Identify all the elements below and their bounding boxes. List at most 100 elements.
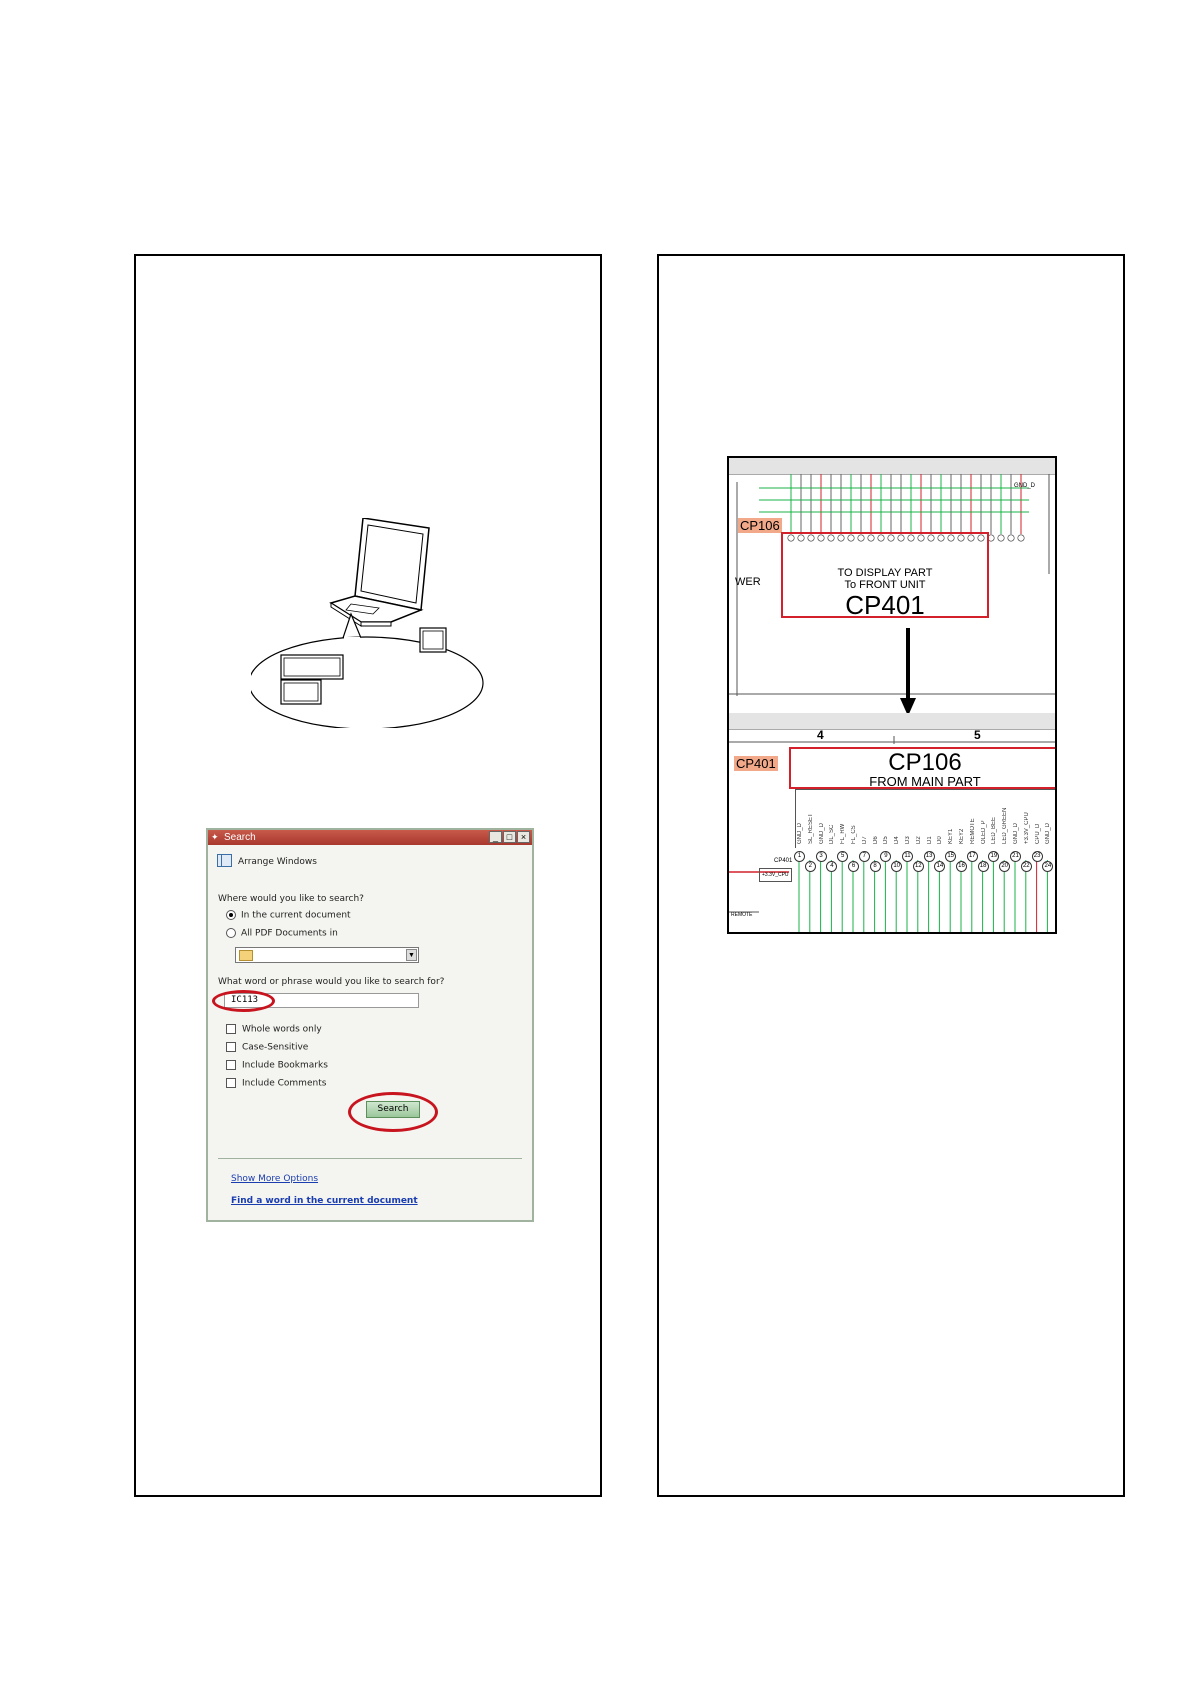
pin-number: 21 [1010,851,1021,862]
minimize-button[interactable]: _ [489,831,502,843]
folder-select[interactable]: ▼ [235,947,419,963]
pin-label: SL_RESET [807,813,814,844]
dialog-titlebar: ✦ Search _ □ × [208,830,532,845]
remote-label: REMOTE [731,912,753,918]
viewer-toolbar-bottom [729,713,1055,730]
pin-label: D2 [915,836,922,844]
schematic-wires-bottom [729,736,1055,932]
connector-label-top: CP106 [738,518,782,533]
radio-current-document[interactable] [226,910,236,920]
pin-label: D0 [937,836,944,844]
left-panel: ✦ Search _ □ × Arrange Windows Where wou… [134,254,602,1497]
pin-number: 24 [1042,861,1054,872]
pin-number: 2 [804,861,816,872]
pin-label: DL_SC [829,824,836,844]
option-current-label: In the current document [241,910,351,921]
pin-label: KEY2 [959,828,965,844]
pin-label: FL_CS [851,825,857,844]
what-question: What word or phrase would you like to se… [218,977,445,987]
pin-number: 12 [912,861,924,872]
pin-number: 16 [956,861,967,872]
pin-number: 22 [1020,861,1032,872]
pin-number: 13 [923,851,935,862]
schematic-screenshot: CP106 WER GND_D TO DISPLAY PART To FRONT… [727,456,1057,934]
ruler-number-5: 5 [974,728,981,742]
pin-label: D6 [872,836,879,844]
viewer-toolbar-top [729,458,1055,475]
pin-label: GND_D [797,822,803,844]
pin-label-area [795,789,1055,848]
connector-box-top: TO DISPLAY PART To FRONT UNIT CP401 [781,532,989,620]
pin-label: CPU_D [1034,823,1041,844]
checkbox-include-bookmarks[interactable]: Include Bookmarks [226,1060,328,1071]
pin-number: 1 [794,851,805,862]
dialog-divider [218,1158,522,1159]
side-text: WER [735,576,761,588]
pin-label: D5 [883,836,890,844]
arrange-windows-label[interactable]: Arrange Windows [238,857,317,867]
pin-number: 10 [891,861,903,872]
highlight-search-input [212,990,275,1012]
box-line1: TO DISPLAY PART [837,567,933,579]
maximize-button[interactable]: □ [503,831,516,843]
option-current-document[interactable]: In the current document [226,910,351,921]
pin-number: 19 [988,851,1000,862]
option-all-pdf[interactable]: All PDF Documents in [226,928,338,939]
highlight-search-button [348,1092,438,1132]
search-dialog: ✦ Search _ □ × Arrange Windows Where wou… [206,828,534,1222]
box-line2: To FRONT UNIT [844,579,926,591]
schematic-wires-top [729,474,1055,696]
checkbox-whole-words[interactable]: Whole words only [226,1024,322,1035]
pin-label: LED_BEE [991,816,998,844]
pin-number: 8 [869,861,881,872]
ruler-number-4: 4 [817,728,824,742]
radio-all-pdf[interactable] [226,928,236,938]
pin-number: 4 [826,861,838,872]
net-label: +3.3V_CPU [759,868,792,882]
pin-number: 5 [837,851,849,862]
pin-label: D7 [861,836,868,844]
dialog-title: Search [224,832,256,843]
pin-number: 23 [1031,851,1043,862]
pin-number: 17 [966,851,978,862]
down-arrow-icon [900,628,916,716]
pin-label: OLED_P [980,820,987,844]
pin-label: KEY1 [948,828,955,844]
right-panel: CP106 WER GND_D TO DISPLAY PART To FRONT… [657,254,1125,1497]
pin-number: 18 [977,861,989,872]
close-button[interactable]: × [517,831,530,843]
connector-box-bottom: CP106 FROM MAIN PART [789,747,1055,789]
pin-label: D4 [894,836,901,844]
laptop-keyboard-illustration [251,518,484,728]
pin-number: 14 [934,861,946,872]
pin-number: 7 [858,851,870,862]
pin-label: GND_D [818,822,825,844]
find-word-link[interactable]: Find a word in the current document [231,1196,418,1206]
folder-icon [239,950,253,961]
pin-label: REMOTE [969,818,976,844]
box-big-label-top: CP401 [845,590,925,620]
pin-number: 20 [999,861,1011,872]
pin-label: GND_D [1013,822,1019,844]
show-more-options-link[interactable]: Show More Options [231,1174,319,1184]
pin-label: GND_D [1045,822,1052,844]
acrobat-icon: ✦ [211,832,219,842]
pin-label: FL_RW [840,823,847,844]
pin-label: +3.3V_CPU [1023,812,1030,844]
box-sub-label: FROM MAIN PART [869,774,981,789]
pin-label: LED_GREEN [1002,807,1009,844]
pin-number: 6 [848,861,859,872]
box-big-label-bottom: CP106 [888,749,962,776]
arrange-windows-icon[interactable] [217,854,232,867]
pin-number: 15 [945,851,957,862]
chevron-down-icon[interactable]: ▼ [406,949,417,961]
row-label: CP401 [774,858,793,864]
checkbox-include-comments[interactable]: Include Comments [226,1078,326,1089]
option-all-pdf-label: All PDF Documents in [241,928,338,939]
pin-label: D1 [926,836,933,844]
connector-label-bottom: CP401 [734,756,778,771]
checkbox-case-sensitive[interactable]: Case-Sensitive [226,1042,308,1053]
corner-text: GND_D [1014,483,1036,489]
pin-number: 11 [902,851,913,862]
pin-number: 3 [815,851,827,862]
